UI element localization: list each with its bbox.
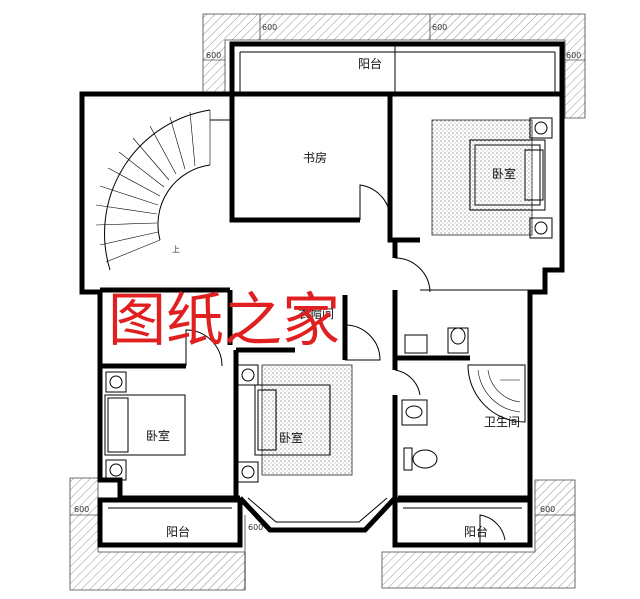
north-balcony: [229, 41, 565, 97]
interior-walls: [100, 94, 540, 500]
c-bedroom-furniture: [237, 364, 353, 483]
room-label-bedroom-w: 卧室: [146, 428, 170, 443]
cloakroom-door: [344, 324, 381, 361]
outer-walls: [79, 91, 565, 501]
room-label-cloakroom: 衣帽间: [298, 306, 334, 321]
room-label-balcony-sw: 阳台: [166, 524, 190, 539]
dim-top-right: 600: [432, 23, 447, 32]
dim-bottom-center: 600: [248, 523, 263, 532]
dim-right-upper: 600: [566, 51, 581, 60]
dim-left-upper: 600: [206, 51, 221, 60]
sw-balcony: [97, 497, 243, 548]
se-balcony: [392, 497, 533, 548]
room-label-bedroom-c: 卧室: [279, 430, 303, 445]
dim-left-lower: 600: [74, 505, 89, 514]
bathroom-fixtures: [394, 327, 526, 471]
room-label-study: 书房: [303, 150, 327, 165]
dimension-lines: [70, 14, 585, 590]
room-label-balcony-se: 阳台: [464, 524, 488, 539]
room-label-balcony-n: 阳台: [358, 56, 382, 71]
room-label-bathroom: 卫生间: [484, 415, 520, 429]
bay-window: [238, 496, 397, 533]
room-label-bedroom-ne: 卧室: [492, 166, 516, 181]
ne-bedroom-furniture: [394, 117, 553, 293]
dim-top-left: 600: [262, 23, 277, 32]
dim-right-lower: 600: [540, 505, 555, 514]
stair-up-mark: 上: [172, 245, 180, 254]
balcony-slabs: [69, 13, 586, 591]
spiral-staircase: [95, 109, 230, 271]
study-door: [359, 184, 391, 220]
w-bedroom-furniture: [104, 329, 223, 481]
watermark: 图纸之家: [108, 286, 340, 354]
